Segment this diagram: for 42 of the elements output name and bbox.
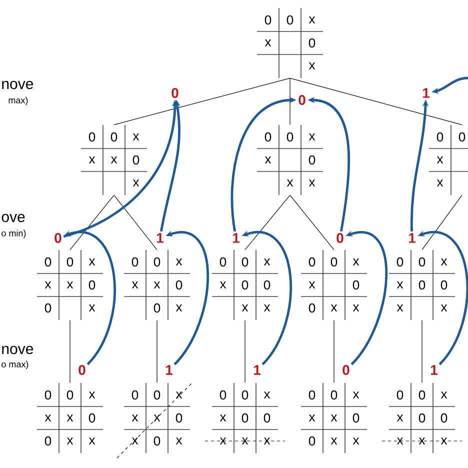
tree-line [422,194,462,250]
side-label: ove [2,214,25,222]
minimax-value: 1 [166,365,172,375]
minimax-value: 0 [298,95,306,105]
tree-line [290,194,334,250]
minimax-value: 1 [254,365,261,375]
game-board: 0 0 x x 0 0 x x [300,250,368,320]
minimax-value: 0 [336,233,344,243]
tree-line [156,320,158,384]
side-label: o min) [2,230,26,238]
tree-line [244,194,290,250]
game-board: 0 0 x x x 0 x 0 x [124,382,190,454]
game-board: 0 0 x x x 0 0 x [124,250,190,320]
tree-line [114,194,158,250]
tree-line [70,194,114,250]
side-label: nove [2,80,34,90]
minimax-value: 0 [78,365,86,375]
game-board: 0 0 x x x 0 x [80,124,148,196]
minimax-value: 1 [423,88,430,98]
side-label: max) [8,96,28,106]
game-board: 0 0 x x x 0 0 x x [36,382,104,454]
side-label: o max) [2,360,28,370]
minimax-value: 1 [431,365,438,375]
game-board: 0 0 x x 0 x x [256,124,324,196]
minimax-value: 1 [409,233,416,243]
minimax-value: 0 [54,233,62,243]
game-board: 0 0 x x x 0 0 x [36,250,104,320]
game-board: 0 0 x x 0 0 x x [388,250,456,320]
game-board: 0 0 x x 0 0 x x x [212,382,278,454]
tree-line [114,78,290,126]
tree-line [290,78,462,126]
minimax-value: 0 [342,365,350,375]
game-board: 0 0 x x [428,124,468,196]
game-board: 0 0 x x 0 0 x x x [388,382,456,454]
minimax-value: 0 [172,88,178,98]
game-board: 0 0 x x 0 0 x x [212,250,278,320]
minimax-value: 1 [233,233,240,243]
side-label: nove [2,346,34,354]
minimax-value: 1 [157,233,164,243]
game-board: 0 0 x x x 0 0 x x [300,382,368,454]
game-board: 0 0 x x 0 x [256,8,324,78]
tree-line [244,320,246,384]
